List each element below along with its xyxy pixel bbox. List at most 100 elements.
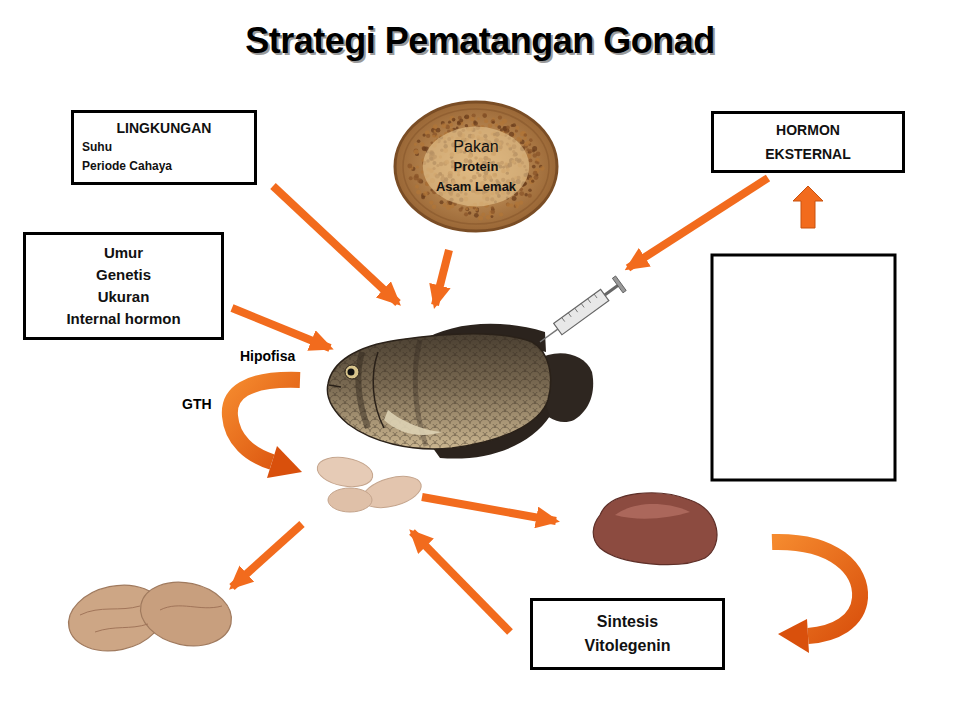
feed-pellet — [497, 125, 501, 129]
feed-pellet — [498, 115, 502, 119]
gonad-mature — [62, 574, 237, 659]
feed-pellet — [416, 165, 419, 168]
feed-pellet — [532, 165, 536, 169]
box-heading: Umur — [34, 242, 213, 264]
feed-pellet — [481, 212, 485, 216]
feed-pellet — [528, 188, 532, 192]
feed-pellet — [482, 113, 487, 118]
gonad-small — [328, 488, 372, 512]
feed-pellet — [407, 164, 412, 169]
feed-pellet — [414, 143, 417, 146]
curved-arrow — [778, 619, 809, 653]
hormone-label: GTH — [182, 396, 212, 413]
feed-pellet — [475, 208, 478, 211]
flow-arrow — [232, 178, 768, 632]
gonad-small — [315, 453, 425, 513]
flow-arrow — [412, 532, 510, 632]
feed-pellet — [519, 191, 524, 196]
fish-fin — [384, 410, 442, 435]
feed-pellet — [440, 200, 444, 204]
feed-pellet — [409, 176, 413, 180]
box-text: Genetis — [34, 264, 213, 286]
feed-pellet — [477, 117, 480, 120]
feed-pellet — [499, 212, 503, 216]
diagram-title: Strategi Pematangan Gonad — [0, 20, 960, 62]
feed-pellet — [518, 138, 522, 142]
process-box: Sintesis Vitolegenin — [530, 598, 725, 670]
feed-pellet — [484, 119, 488, 123]
feed-pellet — [500, 121, 505, 126]
feed-pellet — [446, 205, 451, 210]
box-heading: LINGKUNGAN — [82, 119, 246, 138]
text-group: UmurGenetisUkuranInternal hormon — [34, 242, 213, 330]
feed-pellet — [483, 114, 487, 118]
box-heading: Sintesis Vitolegenin — [563, 610, 693, 658]
gonad-mature — [135, 574, 238, 654]
feed-pellet — [464, 212, 468, 216]
feed-pellet — [533, 171, 538, 176]
factor-box: UmurGenetisUkuranInternal hormon — [23, 232, 224, 340]
up-arrow — [793, 186, 823, 228]
feed-pellet — [459, 119, 463, 123]
feed-pellet — [528, 149, 532, 153]
fish-band — [358, 352, 368, 428]
syringe-barrel — [554, 289, 609, 334]
syringe-scale — [562, 294, 597, 322]
liver — [593, 493, 717, 565]
feed-pellet — [506, 126, 510, 130]
feed-pellet — [491, 119, 495, 123]
feed-pellet — [528, 194, 532, 198]
feed-pellet — [468, 211, 471, 214]
box-text: Ukuran — [34, 286, 213, 308]
feed-pellet — [527, 154, 532, 159]
feed-pellet — [510, 203, 514, 207]
hormone-box: HORMON EKSTERNAL — [711, 111, 905, 173]
feed-pellet — [534, 175, 539, 180]
box-heading: HORMON EKSTERNAL — [748, 118, 868, 166]
box-text: Periode Cahaya — [82, 157, 246, 176]
feed-pellet — [474, 213, 479, 218]
feed-pellet — [416, 190, 421, 195]
feed-pellet — [498, 116, 501, 119]
feed-pellet — [450, 116, 455, 121]
empty-box — [712, 255, 895, 480]
feed-pellet — [422, 146, 426, 150]
text-group: PakanProteinAsam Lemak — [436, 137, 516, 197]
feed-pellet — [486, 215, 491, 220]
curved-arrow — [267, 446, 302, 478]
syringe-plunger — [612, 276, 626, 293]
feed-plate-rim — [403, 109, 549, 224]
flow-arrow — [232, 308, 330, 348]
feed-pellet — [465, 207, 468, 210]
gonad-vein — [80, 606, 222, 632]
fish-body — [327, 334, 550, 449]
feed-pellet — [473, 121, 478, 126]
text-group: HORMON EKSTERNAL — [722, 118, 894, 166]
feed-pellet — [441, 123, 446, 128]
gonad-small — [315, 453, 375, 490]
feed-pellet — [465, 115, 470, 120]
feed-pellet — [452, 118, 455, 121]
feed-pellet — [535, 161, 538, 164]
feed-pellet — [443, 203, 447, 207]
fish-scales — [327, 334, 550, 449]
feed-pellet — [433, 124, 438, 129]
feed-pellet — [531, 180, 534, 183]
feed-pellet — [540, 166, 545, 171]
flow-arrow — [273, 186, 398, 303]
feed-pellet — [515, 126, 519, 130]
feed-pellet — [529, 177, 534, 182]
curved-arrow — [772, 542, 860, 636]
feed-pellet — [432, 205, 437, 210]
feed-plate: PakanProteinAsam Lemak — [393, 100, 559, 233]
feed-pellet — [492, 121, 495, 124]
liver-highlight — [615, 504, 690, 519]
box-text: Internal hormon — [34, 308, 213, 330]
feed-pellet — [490, 209, 495, 214]
feed-pellet — [524, 142, 528, 146]
feed-pellet — [515, 201, 520, 206]
feed-plate-rim — [395, 102, 557, 231]
feed-pellet — [432, 135, 435, 138]
box-text: Suhu — [82, 138, 246, 157]
